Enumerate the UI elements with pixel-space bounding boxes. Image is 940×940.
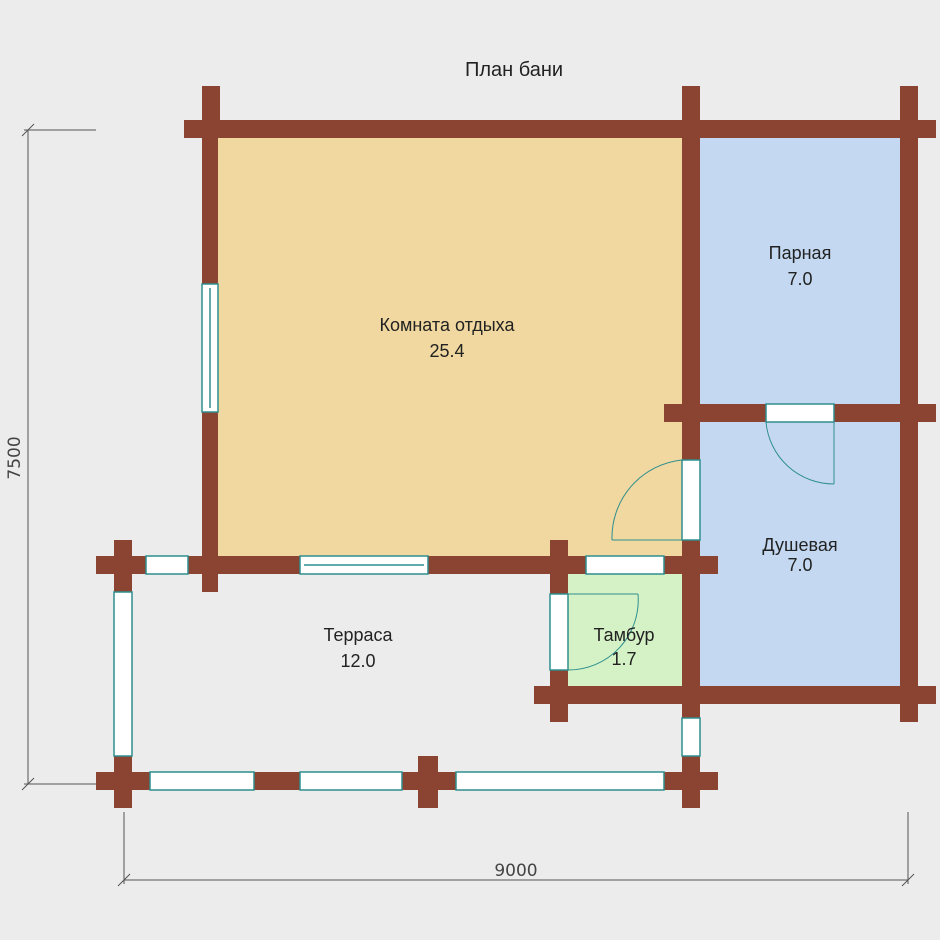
window-terrace-left [113, 591, 133, 757]
steam-room-name: Парная [769, 243, 832, 263]
rest-room-name: Комната отдыха [380, 315, 516, 335]
rest-room-fill [218, 138, 682, 556]
vestibule-area: 1.7 [611, 649, 636, 669]
steam-room-fill [700, 138, 900, 406]
height-dimension-label: 7500 [5, 436, 25, 479]
width-dimension-label: 9000 [494, 861, 537, 881]
door-swing-rest [611, 459, 683, 541]
door-swing-vestibule [567, 593, 639, 671]
door-swing-steam [765, 421, 835, 485]
windows [113, 283, 835, 791]
window-vestibule-left [549, 593, 569, 671]
rest-room-area: 25.4 [429, 341, 464, 361]
window-terrace-bottom-3 [455, 771, 665, 791]
window-terrace-right [681, 717, 701, 757]
door-swings [567, 421, 835, 671]
steam-room-area: 7.0 [787, 269, 812, 289]
shower-room-name: Душевая [762, 535, 837, 555]
terrace-name: Терраса [323, 625, 393, 645]
dimension-lines [21, 123, 915, 887]
terrace-area: 12.0 [340, 651, 375, 671]
vestibule-name: Тамбур [593, 625, 654, 645]
walls [96, 86, 936, 808]
shower-room-fill [700, 422, 900, 686]
window-steam-door [765, 403, 835, 423]
window-vestibule-top [585, 555, 665, 575]
window-terrace-bottom-1 [149, 771, 255, 791]
window-rest-right-door [681, 459, 701, 541]
shower-room-area: 7.0 [787, 555, 812, 575]
window-terrace-bottom-2 [299, 771, 403, 791]
plan-title: План бани [465, 59, 563, 81]
window-terrace-top-left [145, 555, 189, 575]
